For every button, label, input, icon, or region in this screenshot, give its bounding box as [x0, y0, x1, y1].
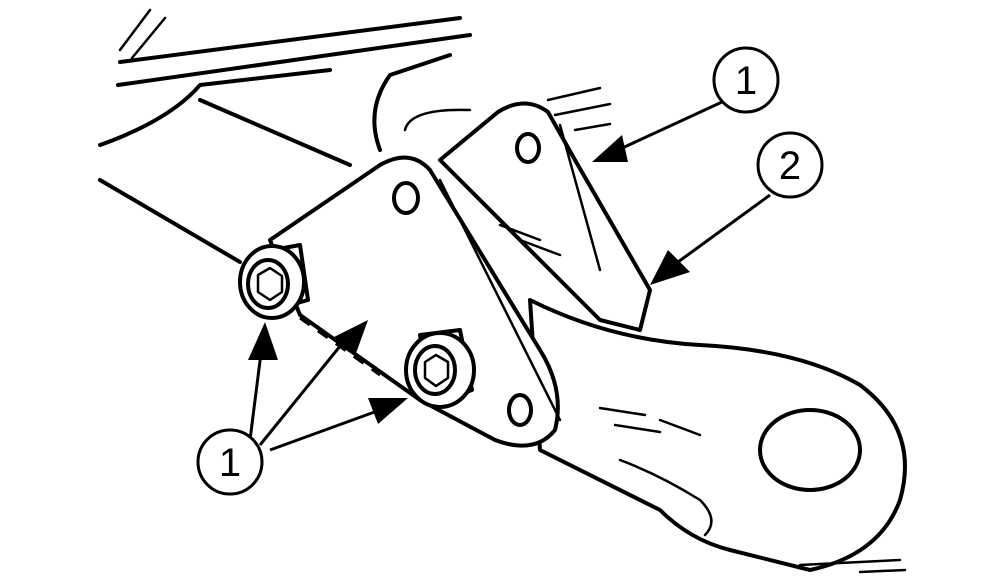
bolt-left [238, 243, 310, 320]
hex-socket-icon [256, 266, 284, 302]
background-frame [98, 8, 612, 264]
lower-arm [528, 298, 907, 574]
front-plate-hole-bottom [507, 393, 533, 427]
bolt-center [404, 328, 476, 409]
arrowhead-icon [332, 320, 368, 356]
arrowhead-icon [650, 250, 690, 285]
front-bracket-plate [268, 155, 562, 448]
callout-label: 2 [779, 144, 801, 188]
arrowhead-icon [368, 398, 408, 424]
arm-bore [758, 408, 862, 492]
front-plate-hole-top [392, 181, 420, 215]
arrowhead-icon [248, 322, 278, 360]
callout-label: 1 [219, 441, 241, 485]
callout-top-right-1: 1 [592, 46, 780, 162]
callout-label: 1 [735, 59, 757, 103]
callout-right-2: 2 [650, 131, 824, 285]
rear-bracket-plate [438, 101, 652, 332]
rear-plate-hole [515, 132, 541, 164]
arrowhead-icon [592, 135, 628, 162]
hex-socket-icon [423, 353, 450, 388]
callout-bottom-left-1: 1 [196, 320, 408, 496]
